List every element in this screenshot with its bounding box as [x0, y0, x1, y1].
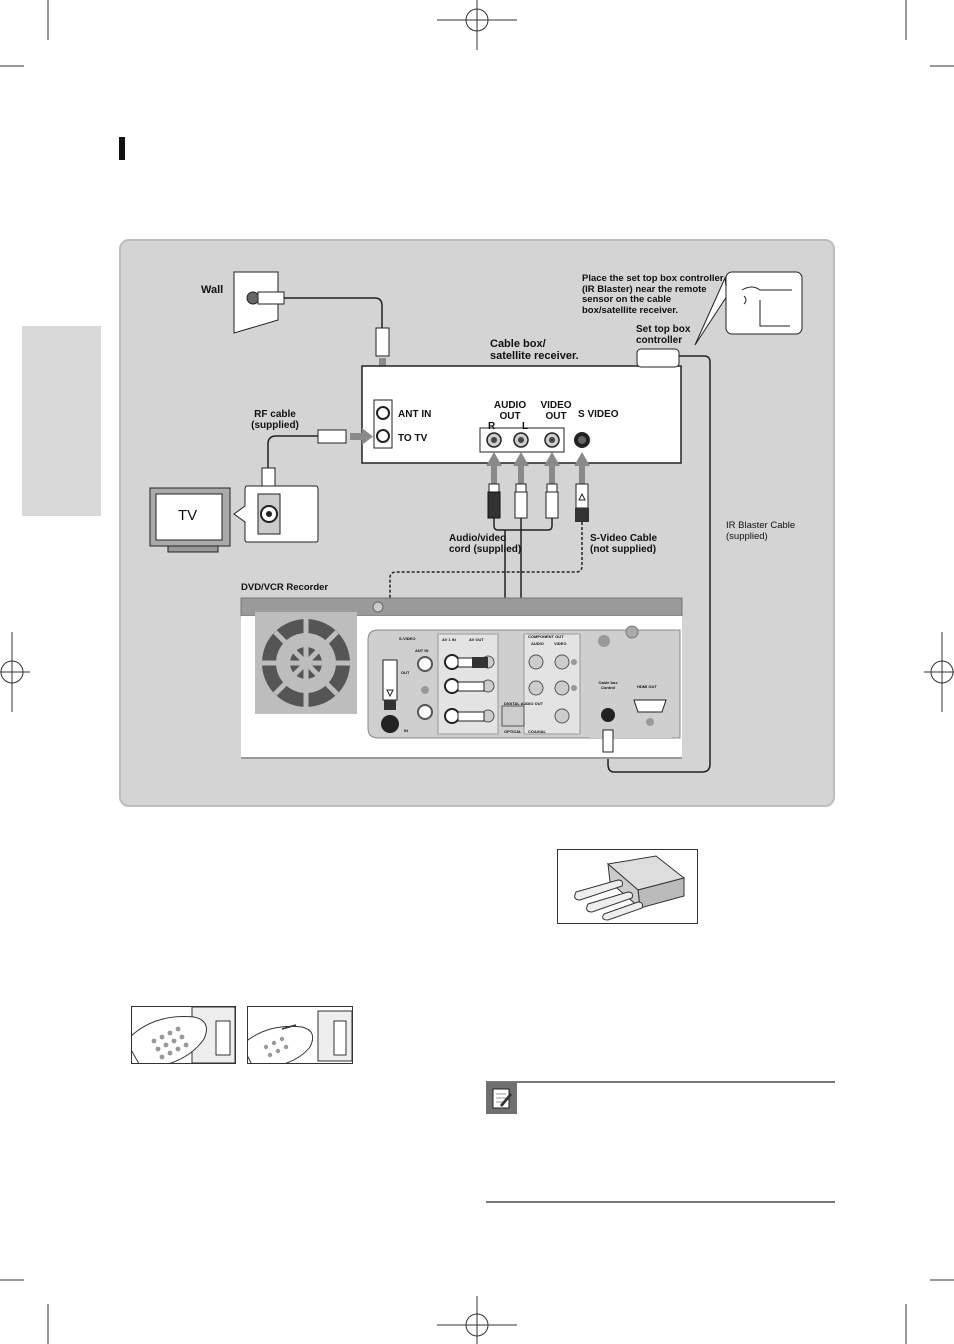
cable-box — [361, 365, 682, 464]
wall-outlet — [233, 271, 390, 357]
arrow-to-tv-input — [350, 428, 373, 445]
panel-av-out-label: AV OUT — [469, 637, 484, 642]
r-channel-label: R — [488, 421, 496, 432]
rf-cable — [261, 429, 347, 487]
panel-av1-in-label: AV 1 IN — [442, 637, 456, 642]
note-divider-bottom — [486, 1201, 835, 1203]
video-out-label: VIDEO OUT — [540, 400, 572, 422]
remote-illustration-right — [247, 1006, 353, 1064]
ir-blaster — [607, 271, 803, 773]
panel-optical-label: OPTICAL — [504, 729, 522, 734]
panel-video-label: VIDEO — [554, 641, 567, 646]
panel-in-label: IN — [404, 728, 408, 733]
panel-svideo-label: S-VIDEO — [399, 636, 416, 641]
cable-box-label: Cable box/ satellite receiver. — [490, 338, 579, 362]
l-channel-label: L — [522, 421, 529, 432]
ir-blaster-cable-label: IR Blaster Cable (supplied) — [726, 520, 796, 542]
panel-ant-in-label: ANT IN — [415, 648, 429, 653]
tv-label: TV — [178, 507, 198, 524]
set-top-box-controller-label: Set top box controller — [636, 324, 691, 346]
audio-out-label: AUDIO OUT — [493, 400, 527, 422]
panel-out-label: OUT — [401, 670, 410, 675]
ir-placement-note: Place the set top box controller (IR Bla… — [582, 273, 724, 316]
rf-cable-label: RF cable (supplied) — [251, 409, 299, 431]
ant-in-label: ANT IN — [398, 409, 432, 420]
tv — [149, 485, 319, 553]
av-plugs — [487, 483, 589, 531]
panel-hdmi-out-label: HDMI OUT — [637, 684, 657, 689]
panel-component-out-label: COMPONENT OUT — [528, 634, 564, 639]
arrows-to-cable-box — [486, 452, 590, 485]
section-tab — [22, 326, 101, 516]
av-cord-label: Audio/video cord (supplied) — [449, 533, 522, 555]
panel-digital-audio-out-label: DIGITAL AUDIO OUT — [504, 701, 544, 706]
to-tv-label: TO TV — [398, 433, 428, 444]
s-video-label: S VIDEO — [578, 409, 619, 420]
note-divider-top — [486, 1081, 835, 1083]
panel-cable-box-control-label: Cable box Control — [598, 680, 618, 690]
recorder-label: DVD/VCR Recorder — [241, 582, 329, 593]
wall-label: Wall — [201, 284, 224, 296]
panel-audio-label: AUDIO — [531, 641, 544, 646]
plug-insertion-illustration — [557, 849, 698, 924]
remote-illustration-left — [131, 1006, 236, 1064]
recorder-rear-panel — [240, 597, 683, 759]
panel-coaxial-label: COAXIAL — [528, 729, 546, 734]
title-marker — [119, 137, 125, 160]
svideo-cable-label: S-Video Cable (not supplied) — [590, 533, 658, 555]
note-icon — [486, 1083, 517, 1114]
